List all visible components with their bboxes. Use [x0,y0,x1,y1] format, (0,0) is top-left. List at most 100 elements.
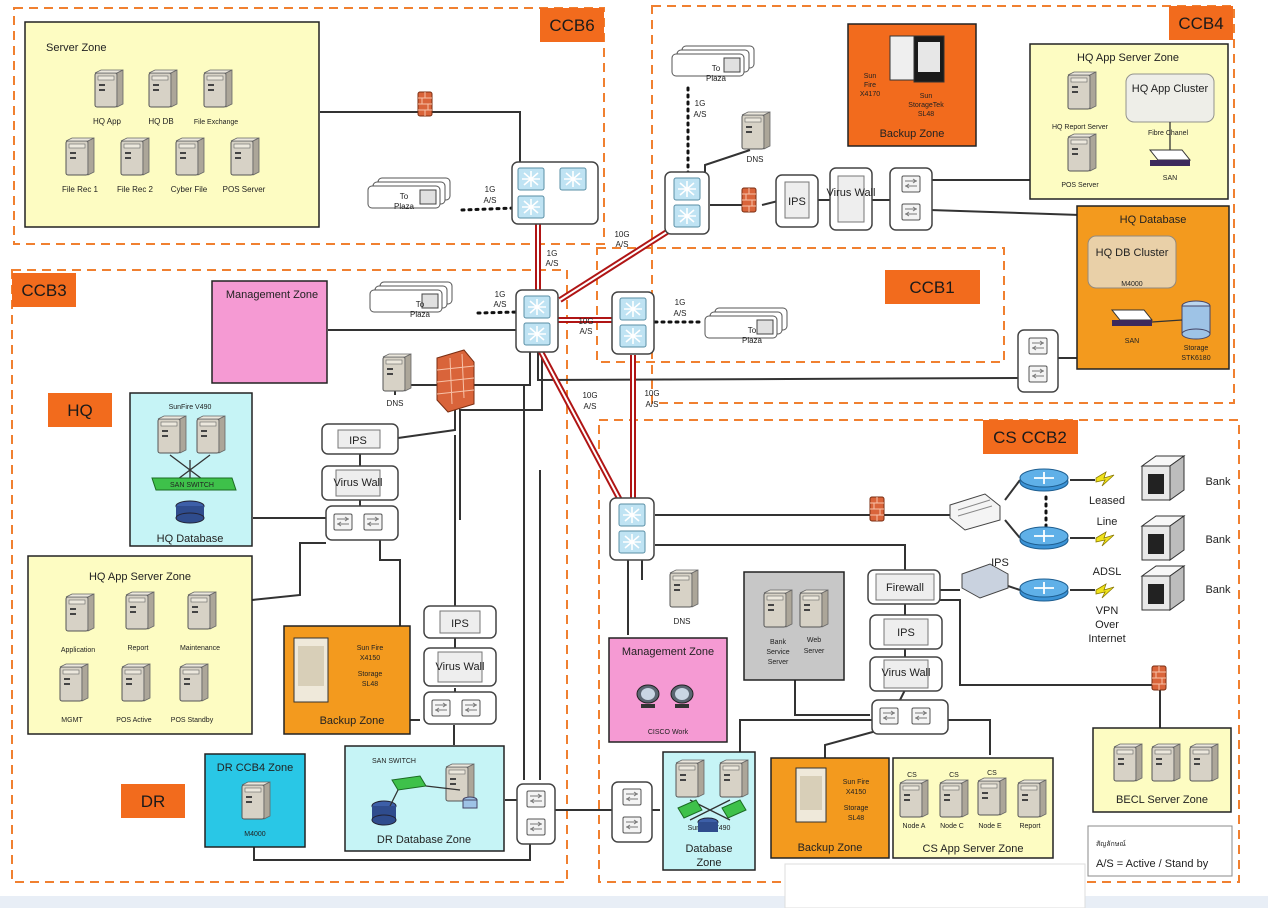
ccb1-area [596,247,1005,363]
svg-text:IPS: IPS [451,618,469,630]
server-label: HQ DB [148,117,173,126]
svg-text:IPS: IPS [897,627,915,639]
svg-text:HQ App Server Zone: HQ App Server Zone [89,571,191,583]
link-label: A/S [646,400,659,409]
svg-text:CCB4: CCB4 [1178,14,1223,33]
svg-text:SAN: SAN [1163,175,1177,182]
dns-server-icon [741,111,771,150]
ccb3-area [11,269,568,883]
core-switch-ccb6 [511,161,599,225]
ccb6-area [13,7,605,245]
server-icon [94,69,124,108]
svg-text:To: To [748,326,757,335]
svg-text:Virus Wall: Virus Wall [827,187,876,199]
svg-text:POS Server: POS Server [1061,182,1099,189]
mini-switch-ccb4 [889,167,933,231]
server-label: Cyber File [171,185,208,194]
bolt-icon [1095,583,1115,599]
hq-app-server-zone-right: HQ App Server Zone HQ Report Server POS … [1029,43,1229,200]
svg-text:STK6180: STK6180 [1181,355,1210,362]
management-zone-top [211,280,328,384]
svg-text:To: To [416,300,425,309]
svg-text:IPS: IPS [991,557,1009,569]
firewall-icon [417,91,433,117]
ccb4-label: CCB4 [1169,6,1233,40]
svg-text:Report: Report [1019,823,1040,830]
management-zone-bottom: Management Zone CISCO Work [608,637,728,743]
svg-text:HQ App Cluster: HQ App Cluster [1132,83,1209,95]
svg-text:SunFire V490: SunFire V490 [169,404,212,411]
svg-text:Plaza: Plaza [706,74,727,83]
database-zone-bottom: SunFire V490 Database Zone [662,751,756,871]
link-label: A/S [694,110,707,119]
core-switch-ccb2 [609,497,655,561]
ips-dr: IPS [423,605,497,639]
plaza-stack-ccb4: To Plaza [671,45,755,83]
virus-wall-dr: Virus Wall [423,647,497,687]
ips-ccb3: IPS [321,423,399,455]
server-icon [120,137,150,176]
link-label: 1G [695,99,706,108]
vpn-label-3: Internet [1088,633,1125,645]
bank-icon [1141,455,1185,501]
firewall-icon [741,187,757,213]
svg-text:Firewall: Firewall [886,582,924,594]
backup-zone-bottom: Sun Fire X4150 Storage SL48 Backup Zone [770,757,890,859]
svg-text:X4150: X4150 [846,789,866,796]
svg-text:Sun Fire: Sun Fire [357,645,384,652]
dns-server-icon [382,353,412,392]
dns-label: DNS [387,399,404,408]
svg-text:Plaza: Plaza [410,310,431,319]
svg-text:SL48: SL48 [848,815,864,822]
legend: สัญลักษณ์ A/S = Active / Stand by [1087,825,1233,877]
svg-text:Backup Zone: Backup Zone [798,842,863,854]
svg-text:CISCO Work: CISCO Work [648,729,689,736]
svg-text:Service: Service [766,649,789,656]
bolt-icon [1095,531,1115,547]
svg-text:Backup Zone: Backup Zone [880,128,945,140]
svg-text:M4000: M4000 [244,831,266,838]
svg-text:CCB1: CCB1 [909,278,954,297]
firewall-ccb2: Firewall [867,569,941,605]
distribution-switch [949,493,1001,531]
svg-text:MGMT: MGMT [61,717,83,724]
svg-text:Backup Zone: Backup Zone [320,715,385,727]
svg-text:Maintenance: Maintenance [180,645,220,652]
hq-database-right: HQ Database HQ DB Cluster M4000 SAN Stor… [1076,205,1230,370]
ccb6-label: CCB6 [540,8,604,42]
dns-server-icon [669,569,699,608]
hq-label: HQ [48,393,112,427]
popup-overlay [784,863,1086,908]
svg-text:CS: CS [907,772,917,779]
svg-text:Sun: Sun [920,93,933,100]
virus-wall-ccb3: Virus Wall [321,465,399,501]
mini-switch-dr [423,691,497,725]
link-label: A/S [580,327,593,336]
server-label: File Rec 1 [62,185,99,194]
ccb2-area [598,419,1240,883]
server-label: POS Server [223,185,266,194]
svg-text:IPS: IPS [349,435,367,447]
svg-text:HQ Report Server: HQ Report Server [1052,124,1109,131]
link-label: A/S [584,402,597,411]
server-icon [203,69,233,108]
svg-text:SL48: SL48 [362,681,378,688]
svg-text:Server: Server [804,648,825,655]
bank-icon [1141,565,1185,611]
svg-text:CS App Server Zone: CS App Server Zone [923,843,1024,855]
server-icon [175,137,205,176]
vpn-label-1: VPN [1096,605,1119,617]
svg-text:Storage: Storage [1184,345,1209,352]
svg-text:สัญลักษณ์: สัญลักษณ์ [1096,840,1126,848]
firewall-icon [1151,665,1167,691]
ips-ccb2: IPS [869,614,943,650]
bank-label: Bank [1205,584,1231,596]
link-label: 10G [582,391,597,400]
svg-text:HQ DB Cluster: HQ DB Cluster [1096,247,1169,259]
plaza-stack-ccb3: To Plaza [369,281,453,319]
ccb4-area [651,5,1235,404]
link-label: 1G [485,185,496,194]
server-zone [24,21,320,228]
bank-label: Bank [1205,476,1231,488]
mini-switch-ccb4-right [1017,329,1059,393]
